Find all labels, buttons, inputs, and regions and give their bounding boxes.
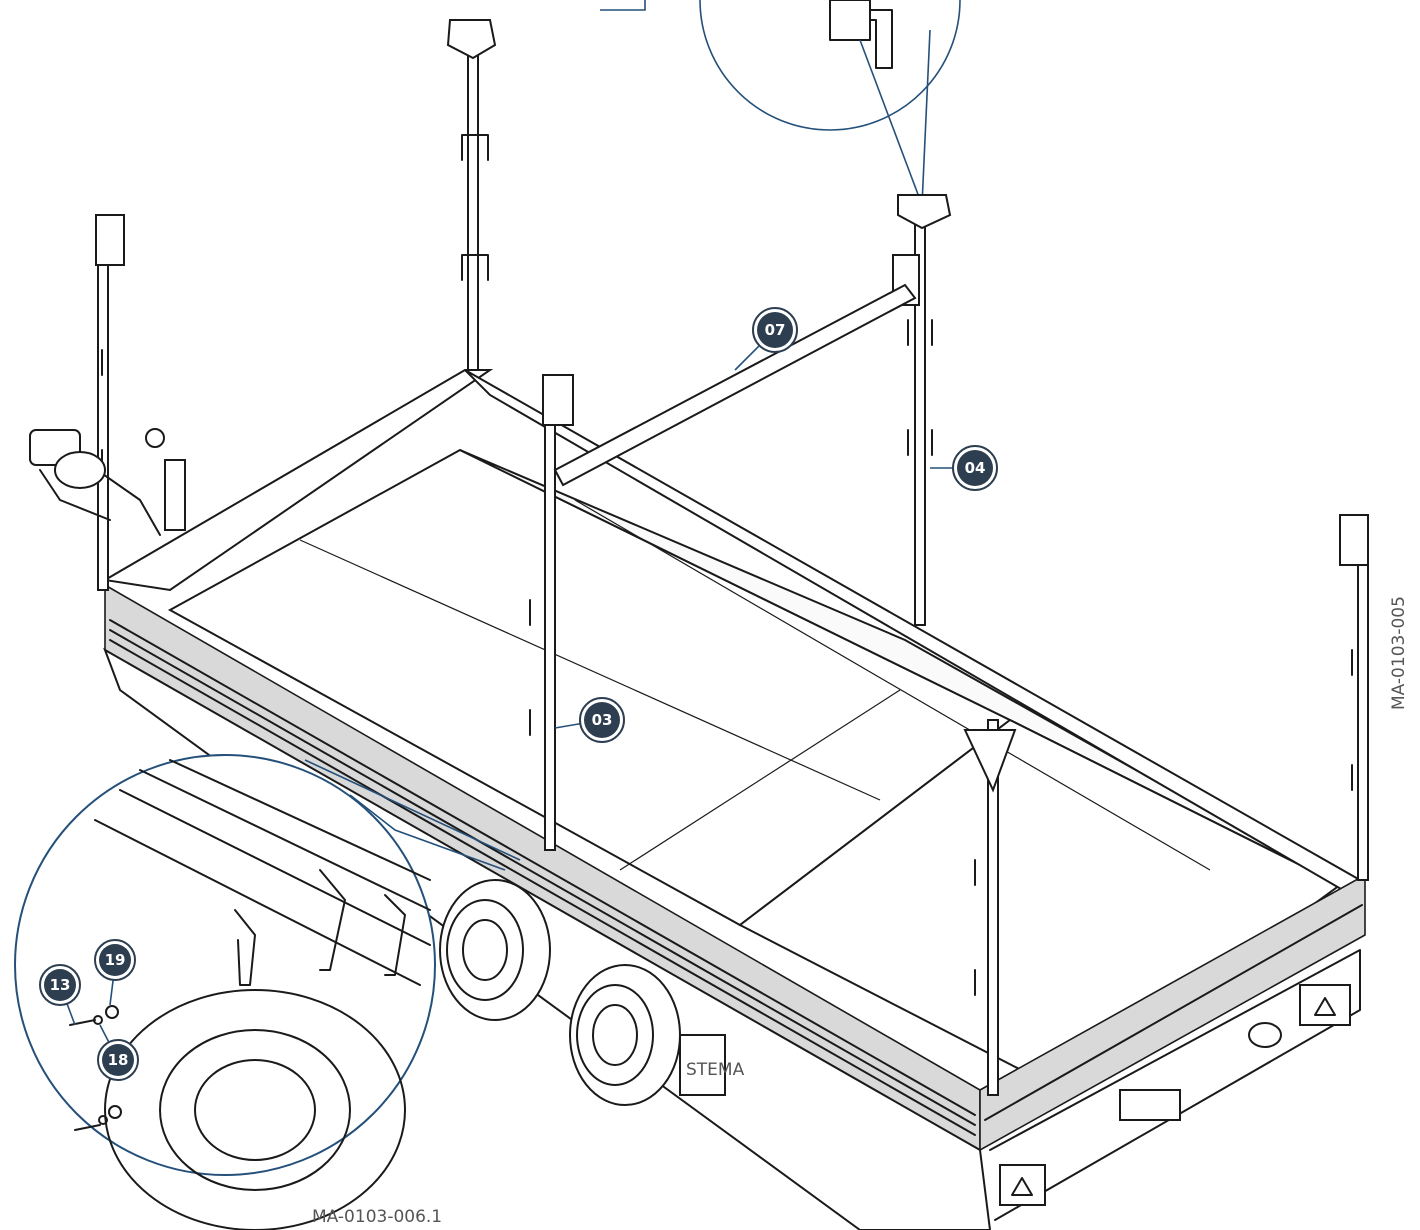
callout-label-18: 18 xyxy=(108,1051,129,1069)
callout-badge-18: 18 xyxy=(97,1024,139,1081)
callout-label-13: 13 xyxy=(50,976,71,994)
callout-badge-07: 07 xyxy=(734,307,798,371)
callout-label-07: 07 xyxy=(765,321,786,339)
brand-mark-text: STEMA xyxy=(686,1060,745,1080)
tow-hitch xyxy=(29,428,186,536)
callout-badge-13: 13 xyxy=(39,964,81,1026)
bottom-reference-label: MA-0103-006.1 xyxy=(312,1207,442,1227)
side-reference-label: MA-0103-005 xyxy=(1389,596,1409,710)
wheels: STEMA xyxy=(439,879,745,1106)
callout-badge-03: 03 xyxy=(554,697,625,743)
trailer-bed xyxy=(102,369,1366,1230)
callout-label-04: 04 xyxy=(965,459,986,477)
callout-label-19: 19 xyxy=(105,951,126,969)
trailer-uprights xyxy=(95,19,1369,1096)
callout-badge-19: 19 xyxy=(94,939,136,1006)
callout-badge-04: 04 xyxy=(930,445,998,491)
top-detail-magnifier xyxy=(600,0,961,206)
cross-bar xyxy=(553,283,917,487)
callout-label-03: 03 xyxy=(592,711,613,729)
